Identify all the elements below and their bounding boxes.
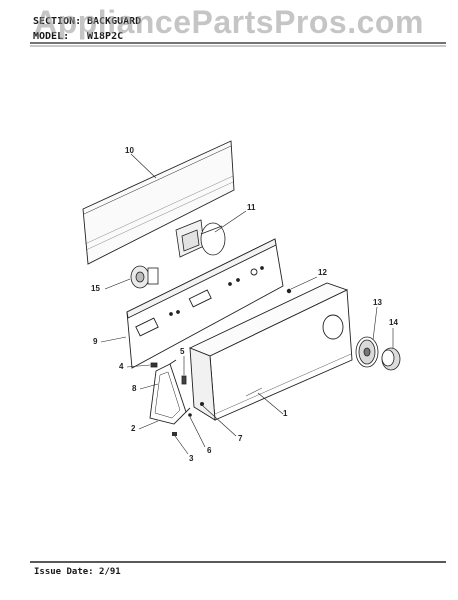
part-11-timer: [175, 219, 226, 258]
part-10-top-trim: [82, 140, 235, 265]
part-6-screw: [188, 413, 192, 417]
callout-6: 6: [207, 446, 212, 455]
leader-3: [174, 435, 189, 455]
leader-13: [372, 306, 378, 341]
callout-3: 3: [189, 454, 194, 463]
part-15-switch: [130, 265, 159, 289]
callout-11: 11: [247, 203, 256, 212]
leader-2: [138, 420, 159, 430]
leader-9: [100, 336, 127, 343]
section-value: BACKGUARD: [87, 16, 142, 27]
leader-6: [189, 416, 206, 448]
part-5-bracket: [181, 375, 187, 385]
callout-15: 15: [91, 284, 100, 293]
part-13-dial: [355, 336, 379, 368]
callout-10: 10: [125, 146, 134, 155]
callout-9: 9: [93, 337, 98, 346]
callout-1: 1: [283, 409, 288, 418]
leader-4: [126, 364, 151, 368]
model-value: W18P2C: [87, 31, 124, 42]
callout-13: 13: [373, 298, 382, 307]
callout-2: 2: [131, 424, 136, 433]
part-8-end-cap: [149, 359, 191, 425]
part-14-knob: [381, 347, 401, 371]
part-7-screw: [200, 402, 204, 406]
issue-date: Issue Date: 2/91: [34, 567, 121, 577]
callout-7: 7: [238, 434, 243, 443]
part-9-backguard-panel: [126, 238, 284, 369]
callout-5: 5: [180, 347, 185, 356]
callout-12: 12: [318, 268, 327, 277]
leader-10: [130, 153, 157, 179]
leader-12: [290, 276, 318, 290]
watermark: AppliancePartsPros.com: [34, 4, 424, 40]
part-1-control-hood: [188, 282, 353, 421]
callout-4: 4: [119, 362, 124, 371]
callout-14: 14: [389, 318, 398, 327]
leader-7: [202, 405, 237, 437]
part-4-clip: [150, 362, 158, 368]
leader-8: [139, 383, 159, 390]
section-label: SECTION:: [33, 16, 82, 27]
part-3-fastener: [172, 432, 177, 436]
model-label: MODEL:: [33, 31, 70, 42]
leader-15: [104, 278, 131, 290]
callout-8: 8: [132, 384, 137, 393]
leader-1: [257, 392, 284, 415]
part-12-screw: [286, 288, 292, 294]
leader-11: [214, 210, 247, 233]
